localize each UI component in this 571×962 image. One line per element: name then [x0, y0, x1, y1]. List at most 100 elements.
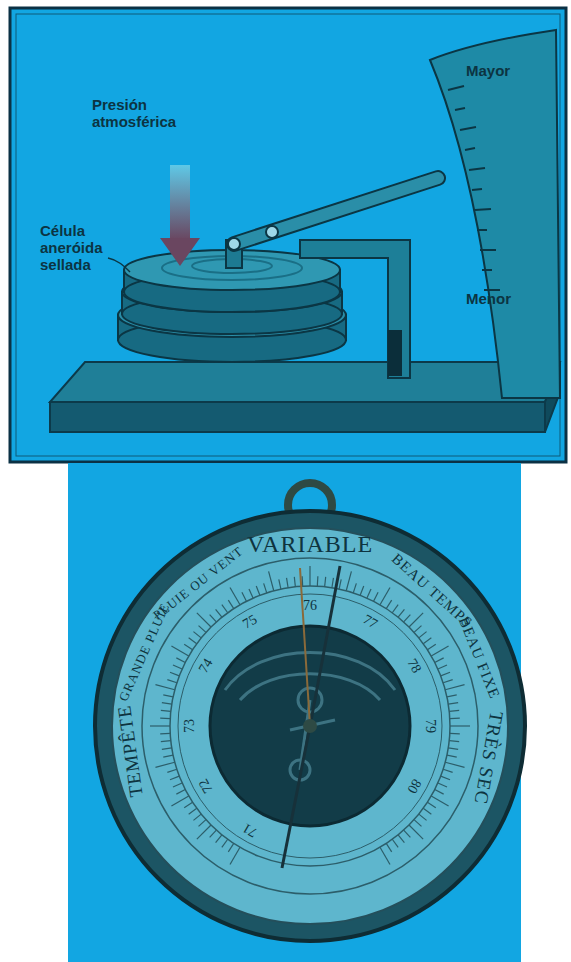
dial-tick	[427, 644, 435, 649]
pointer	[310, 566, 340, 726]
dial-tick	[360, 586, 364, 595]
dial-tick	[380, 587, 390, 604]
dial-tick	[409, 825, 423, 839]
dial-tick	[339, 579, 341, 589]
dial-tick	[228, 600, 233, 608]
dial-tick	[435, 790, 444, 795]
dial-tick	[431, 646, 448, 656]
dial-tick	[197, 613, 211, 627]
dial-tick	[380, 847, 390, 864]
scale-label: Menor	[466, 290, 511, 307]
dial-tick	[449, 741, 459, 742]
hub	[303, 719, 317, 733]
dial-tick	[404, 615, 411, 622]
dial-tick	[176, 658, 185, 663]
slot	[388, 330, 402, 376]
dial-tick	[230, 587, 240, 604]
dial-tick	[448, 748, 458, 750]
dial-tick	[419, 632, 427, 638]
dial-tick	[216, 609, 222, 617]
dial-tick	[404, 830, 411, 837]
dial-tick	[367, 589, 371, 598]
dial-tick	[447, 755, 457, 757]
dial-tick	[189, 808, 197, 814]
dial-tick	[448, 703, 458, 705]
scale-label: Mayor	[466, 62, 510, 79]
dial-tick	[210, 615, 217, 622]
dial-ticks	[150, 566, 470, 865]
dial-tick	[170, 776, 179, 780]
scale-ring	[178, 594, 442, 858]
dial-tick	[162, 703, 172, 705]
scale-number: 73	[183, 719, 197, 733]
dial-tick	[222, 839, 228, 847]
dial-tick	[414, 820, 421, 827]
dial-tick	[167, 769, 177, 772]
dial-tick	[438, 783, 447, 787]
pointer-tail	[282, 726, 310, 868]
mechanism-window	[210, 626, 410, 826]
dial-tick	[184, 644, 192, 649]
dial-tick	[163, 755, 173, 757]
dial-face	[112, 528, 508, 924]
dial-word: VARIABLE	[247, 532, 373, 556]
dial-tick	[249, 589, 253, 598]
dial-tick	[228, 843, 233, 851]
pivot	[228, 238, 240, 250]
part-label: Célula aneróida sellada	[40, 222, 122, 273]
scale-number: 79	[423, 719, 437, 733]
support-bracket	[300, 240, 410, 378]
top-panel	[10, 8, 566, 462]
dial-tick	[443, 769, 453, 772]
dial-tick	[419, 814, 427, 820]
dial-tick	[163, 695, 173, 697]
dial-tick	[171, 646, 188, 656]
dial-tick	[392, 839, 398, 847]
dial-tick	[445, 685, 464, 690]
pressure-arrow	[170, 165, 190, 240]
dial-tick	[170, 672, 179, 676]
dial-tick	[171, 796, 188, 806]
dial-tick	[199, 626, 206, 633]
dial-tick	[162, 748, 172, 750]
dial-tick	[423, 638, 431, 644]
dial-tick	[423, 808, 431, 814]
dial-tick	[160, 718, 170, 720]
dial-tick	[435, 658, 444, 663]
dial-tick	[386, 600, 391, 608]
dial-tick	[264, 583, 267, 593]
scale-ring	[170, 586, 450, 866]
dial-tick	[431, 796, 448, 806]
pressure-arrow-head	[160, 238, 200, 266]
dial-tick	[294, 577, 295, 587]
dial-tick	[216, 835, 222, 843]
scale-number: 76	[303, 599, 317, 613]
scale-ticks	[448, 86, 500, 290]
dial-tick	[447, 695, 457, 697]
dial-tick	[441, 672, 450, 676]
dial-tick	[173, 665, 182, 669]
dial-tick	[445, 762, 464, 767]
dial-tick	[197, 825, 211, 839]
dial-tick	[427, 802, 435, 807]
dial-tick	[155, 685, 174, 690]
dial-tick	[199, 820, 206, 827]
dial-tick	[155, 762, 174, 767]
dial-tick	[242, 592, 247, 601]
base-front	[50, 402, 545, 432]
dial-tick	[443, 680, 453, 683]
dial-tick	[160, 733, 170, 735]
bezel	[95, 511, 525, 941]
dial-tick	[450, 733, 460, 735]
dial-tick	[346, 571, 351, 590]
dial-tick	[230, 847, 240, 864]
dial-tick	[450, 718, 460, 720]
dial-tick	[269, 571, 274, 590]
dial-tick	[441, 776, 450, 780]
dial-tick	[167, 680, 177, 683]
dial-tick	[184, 802, 192, 807]
dial-tick	[392, 605, 398, 613]
dial-tick	[325, 577, 326, 587]
